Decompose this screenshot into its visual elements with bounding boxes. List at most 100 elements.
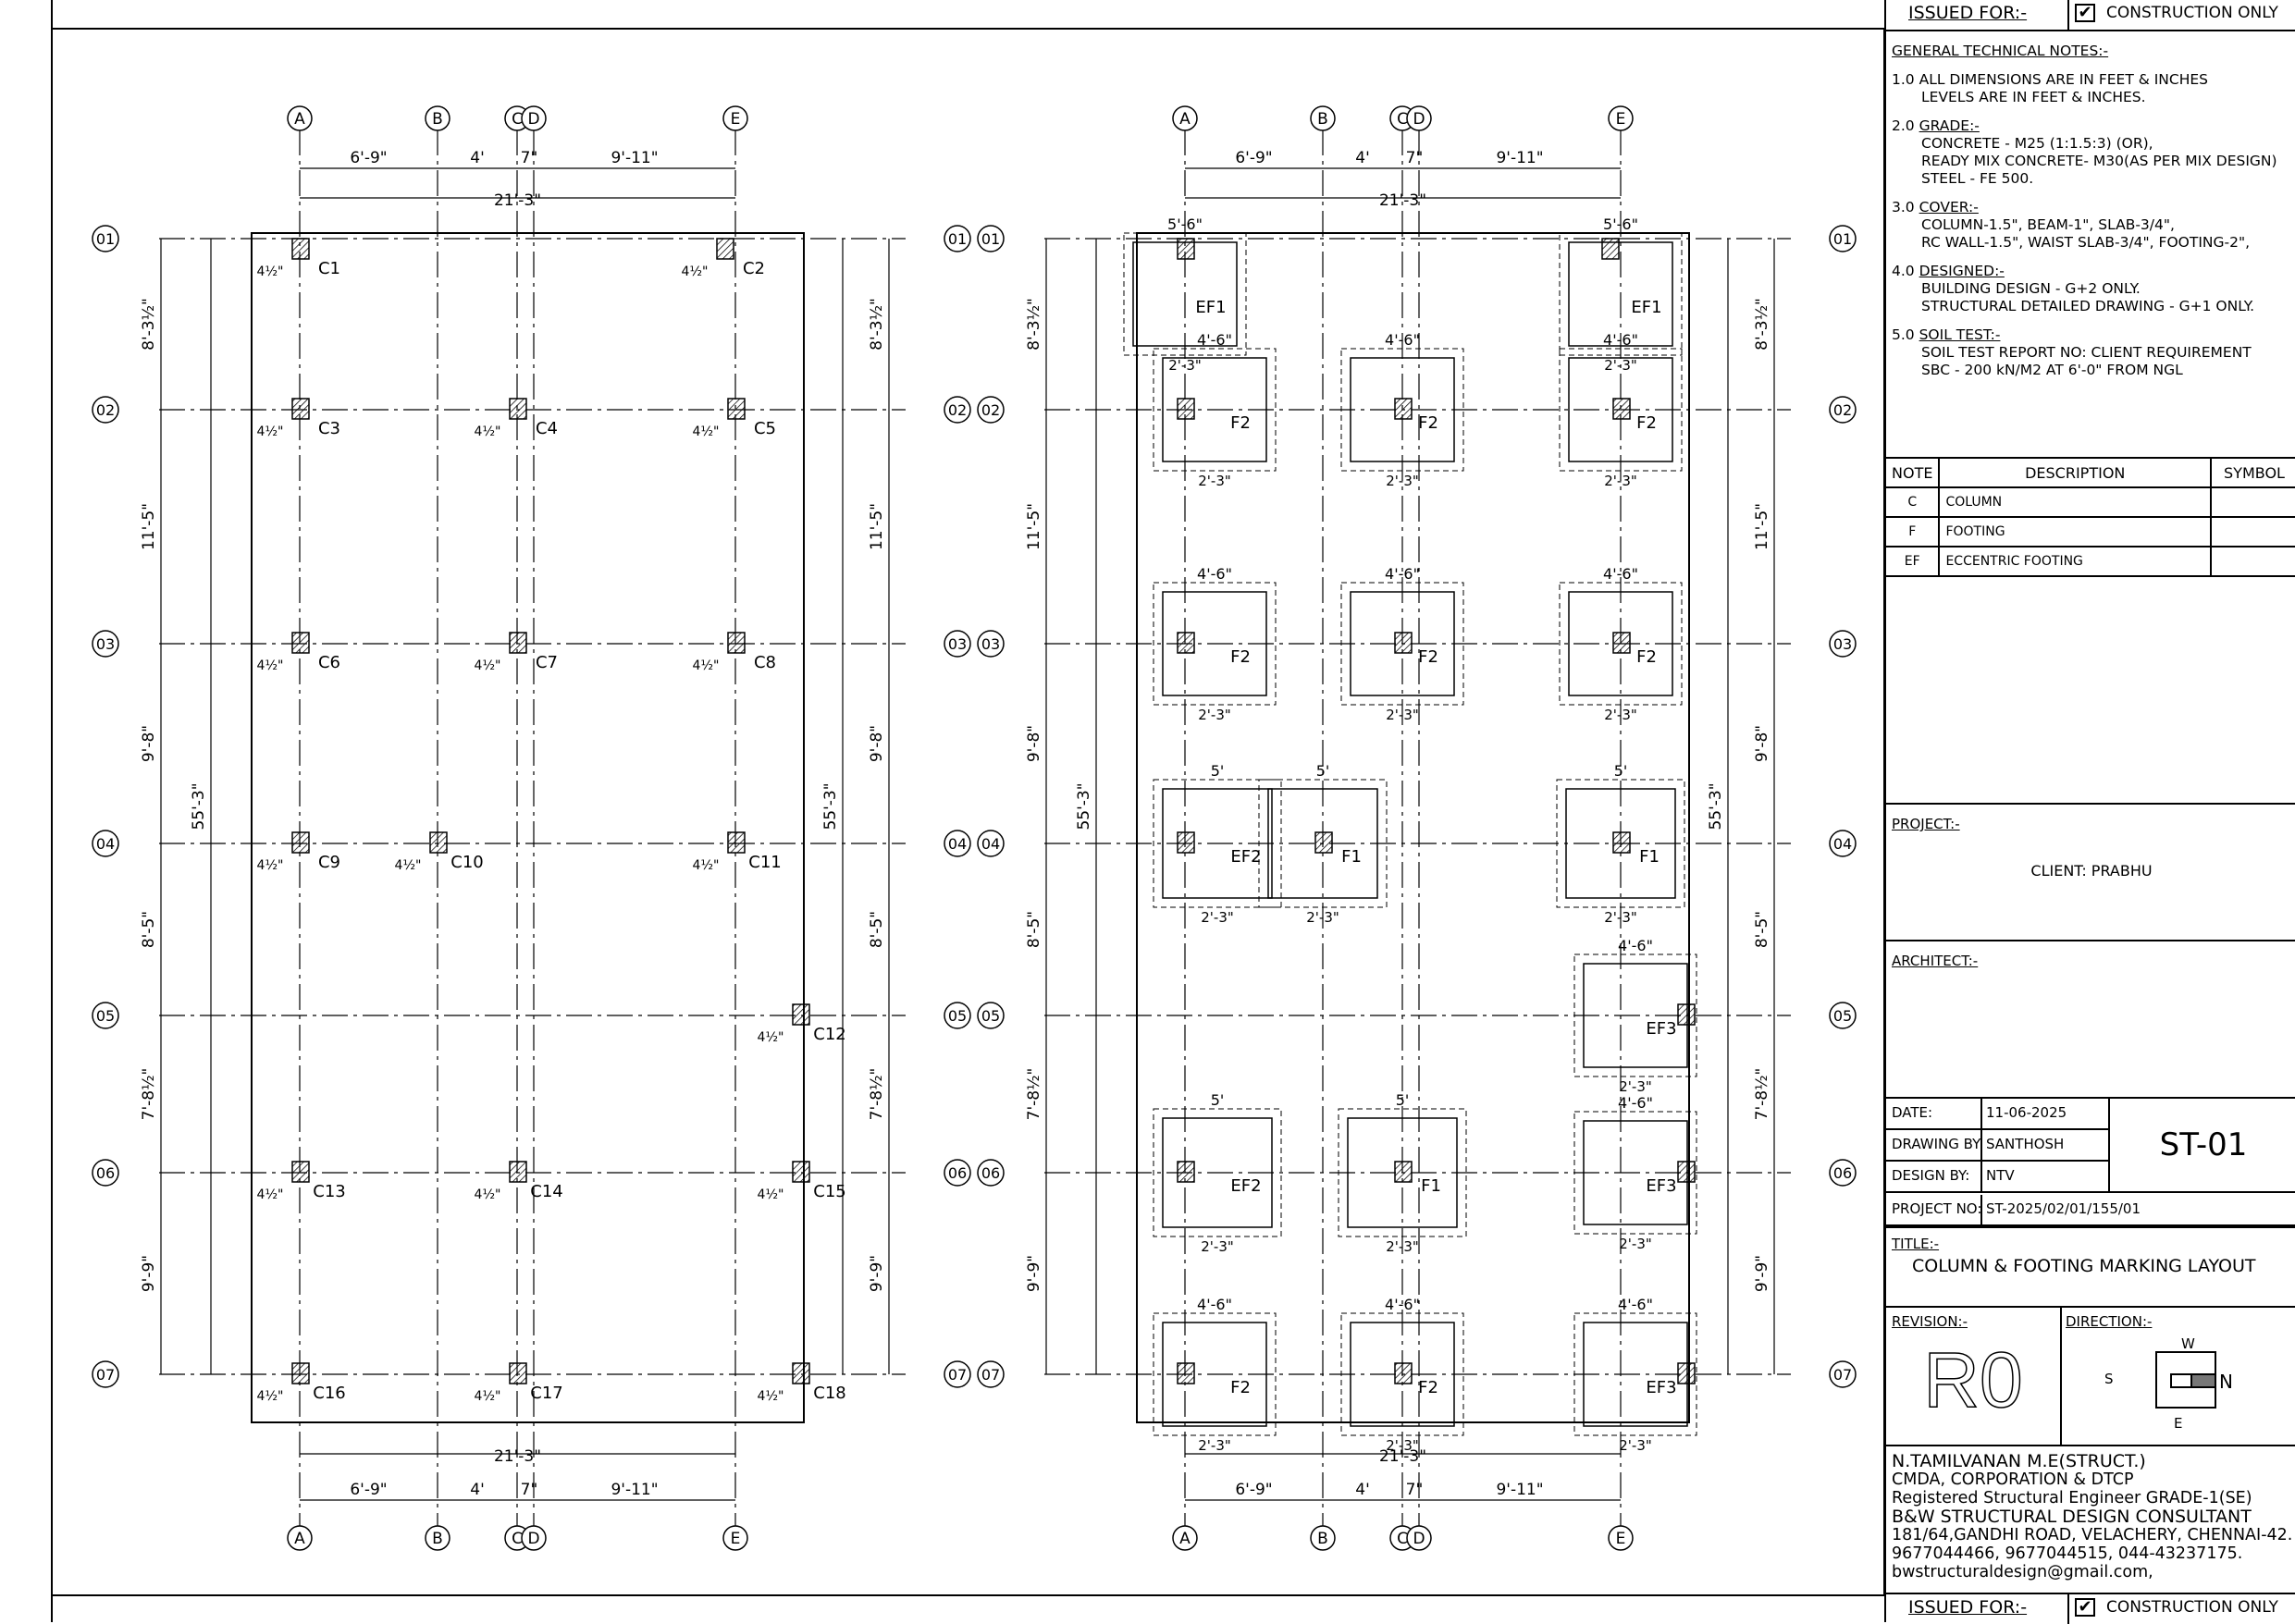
footing-excavation — [1258, 779, 1388, 908]
footing-excavation — [1559, 348, 1683, 472]
column-mark — [727, 831, 746, 854]
row-dimension: 7'-8½" — [140, 1068, 158, 1121]
building-outline — [1136, 232, 1690, 1423]
grid-col-label: C — [1397, 1530, 1408, 1548]
column-mark — [1177, 1362, 1195, 1384]
column-mark — [509, 632, 527, 654]
column-dimension: 4' — [470, 1481, 485, 1499]
footing-offset-dimension: 2'-3" — [1604, 357, 1637, 374]
column-dimension: 6'-9" — [350, 1481, 387, 1499]
grid-bubble — [944, 396, 971, 424]
footing-outline — [1132, 241, 1238, 347]
footing-label: F2 — [1636, 647, 1657, 667]
row-dimension: 9'-8" — [1753, 725, 1771, 762]
grid-row-label: 06 — [1833, 1164, 1852, 1182]
note-line: STRUCTURAL DETAILED DRAWING - G+1 ONLY. — [1921, 298, 2255, 314]
title-box: TITLE:- COLUMN & FOOTING MARKING LAYOUT — [1886, 1226, 2295, 1306]
column-label: C17 — [530, 1384, 562, 1403]
column-mark — [727, 398, 746, 420]
grid-col-label: D — [1413, 1530, 1425, 1548]
column-mark — [429, 831, 448, 854]
footing-dimension: 4'-6" — [1197, 1296, 1232, 1313]
row-dimension: 9'-8" — [868, 725, 886, 762]
grid-row-label: 03 — [1833, 635, 1852, 653]
drawn-label: DRAWING BY: — [1892, 1136, 1984, 1152]
grid-col-label: B — [1317, 1530, 1328, 1548]
row-dimension: 9'-8" — [140, 725, 158, 762]
project-box: PROJECT:- CLIENT: PRABHU — [1886, 803, 2295, 940]
footing-offset-dimension: 2'-3" — [1198, 707, 1231, 723]
compass-n: N — [2219, 1371, 2233, 1393]
footing-dimension: 5'-6" — [1167, 215, 1203, 233]
footing-offset-dimension: 2'-3" — [1201, 1238, 1234, 1255]
legend-row-description: ECCENTRIC FOOTING — [1939, 547, 2212, 577]
grid-bubble — [1310, 1525, 1336, 1551]
grid-col-label: C — [512, 1530, 523, 1548]
grid-col-label: E — [731, 110, 741, 129]
footing-dimension: 4'-6" — [1385, 331, 1420, 349]
grid-row-label: 04 — [981, 835, 1000, 853]
grid-bubble — [521, 1525, 547, 1551]
column-size-dimension: 4½" — [257, 265, 284, 279]
grid-row-label: 06 — [981, 1164, 1000, 1182]
note-heading: GRADE:- — [1919, 117, 1980, 134]
column-mark — [509, 1362, 527, 1384]
footing-excavation — [1573, 953, 1697, 1077]
row-dimension: 11'-5" — [868, 503, 886, 550]
footing-outline — [1347, 1117, 1458, 1228]
grid-bubble — [1829, 1159, 1857, 1187]
legend-row-description: COLUMN — [1939, 487, 2212, 518]
column-size-dimension: 4½" — [475, 1187, 501, 1202]
grid-bubble — [1829, 830, 1857, 857]
footing-outline — [1162, 357, 1267, 462]
footing-outline — [1568, 591, 1673, 696]
footing-excavation — [1153, 348, 1277, 472]
grid-col-label: D — [1413, 110, 1425, 129]
column-dimension: 7" — [521, 149, 538, 167]
check-icon: ✔ — [2075, 1598, 2095, 1617]
grid-bubble — [92, 396, 119, 424]
note-item: 3.0 COVER:-COLUMN-1.5", BEAM-1", SLAB-3/… — [1892, 199, 2289, 252]
row-dimension: 8'-3½" — [140, 298, 158, 351]
grid-bubble — [944, 630, 971, 658]
column-size-dimension: 4½" — [395, 858, 422, 873]
column-mark — [291, 632, 310, 654]
row-dimension: 9'-9" — [1025, 1255, 1043, 1292]
column-label: C1 — [318, 259, 340, 278]
column-label: C14 — [530, 1182, 562, 1201]
column-size-dimension: 4½" — [693, 658, 720, 673]
footing-offset-dimension: 2'-3" — [1386, 1238, 1419, 1255]
grid-bubble — [1829, 396, 1857, 424]
footing-dimension: 5' — [1316, 762, 1330, 780]
issued-for-value: CONSTRUCTION ONLY — [2106, 1598, 2278, 1617]
column-mark — [509, 398, 527, 420]
grid-row-label: 02 — [1833, 401, 1852, 419]
notes-heading: GENERAL TECHNICAL NOTES:- — [1892, 43, 2109, 59]
footing-excavation — [1153, 582, 1277, 706]
footing-excavation — [1573, 1312, 1697, 1436]
footing-label: EF3 — [1646, 1019, 1676, 1039]
grid-row-label: 03 — [981, 635, 1000, 653]
column-dimension: 9'-11" — [611, 149, 658, 167]
note-heading: DESIGNED:- — [1919, 263, 2005, 279]
footing-dimension: 4'-6" — [1197, 565, 1232, 583]
grid-row-label: 07 — [981, 1366, 1000, 1384]
footing-label: F2 — [1636, 413, 1657, 433]
footing-outline — [1568, 241, 1673, 347]
grid-bubble — [1608, 1525, 1634, 1551]
design-value: NTV — [1986, 1167, 2015, 1184]
footing-outline — [1350, 1322, 1455, 1427]
grid-col-label: E — [731, 1530, 741, 1548]
column-label: C13 — [313, 1182, 345, 1201]
check-icon: ✔ — [2075, 4, 2095, 22]
column-mark — [1394, 1161, 1413, 1183]
revision-direction-box: REVISION:- R0 DIRECTION:- W E S N — [1886, 1306, 2295, 1445]
footing-dimension: 5' — [1614, 762, 1628, 780]
column-size-dimension: 4½" — [257, 1187, 284, 1202]
footing-offset-dimension: 2'-3" — [1604, 909, 1637, 926]
column-mark — [1677, 1362, 1696, 1384]
grid-bubble — [1172, 1525, 1198, 1551]
column-size-dimension: 4½" — [257, 658, 284, 673]
